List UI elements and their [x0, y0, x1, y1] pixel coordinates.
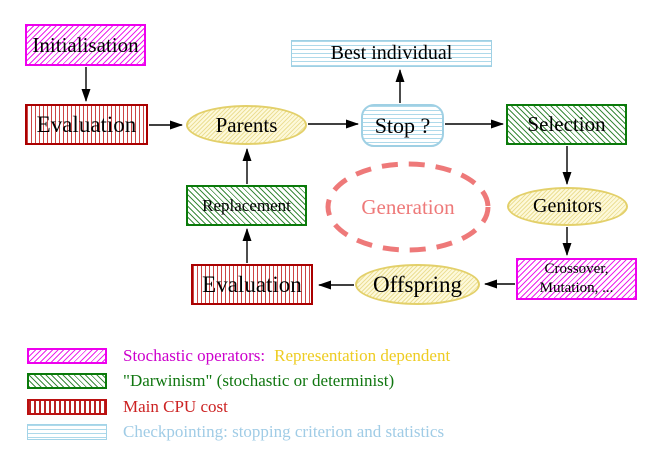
node-initialisation-label: Initialisation: [32, 32, 139, 57]
legend-representation-dependent-label: Representation dependent: [274, 346, 451, 365]
legend-stochastic-operators-label: Stochastic operators:: [123, 346, 266, 365]
node-parents-label: Parents: [215, 112, 278, 137]
node-best-individual: Best individual: [291, 40, 492, 67]
legend-row-main-cpu-cost: Main CPU cost: [27, 397, 228, 416]
legend-row-checkpointing: Checkpointing: stopping criterion and st…: [27, 422, 445, 441]
node-evaluation-bottom: Evaluation: [191, 264, 313, 305]
cyan-horizontal-hatch-swatch: [27, 424, 107, 440]
node-evaluation-bottom-label: Evaluation: [202, 271, 302, 297]
node-selection-label: Selection: [527, 112, 606, 136]
legend-row-stochastic-operators: Stochastic operators: Representation dep…: [27, 346, 451, 365]
green-diagonal-hatch-swatch: [27, 373, 107, 389]
red-vertical-hatch-swatch: [27, 399, 107, 415]
node-crossover-line2: Mutation, ...: [539, 280, 614, 296]
node-parents: Parents: [186, 105, 307, 145]
legend-darwinism-label: "Darwinism" (stochastic or determinist): [123, 371, 395, 390]
legend-row-darwinism: "Darwinism" (stochastic or determinist): [27, 371, 395, 390]
node-crossover-line1: Crossover,: [544, 260, 609, 277]
legend-checkpointing-label: Checkpointing: stopping criterion and st…: [123, 422, 445, 441]
node-replacement: Replacement: [186, 185, 307, 226]
node-evaluation-top: Evaluation: [25, 104, 148, 145]
node-genitors: Genitors: [507, 187, 628, 226]
node-replacement-label: Replacement: [202, 195, 291, 215]
generation-label: Generation: [361, 194, 455, 219]
generation-loop-label-box: Generation: [325, 163, 491, 251]
legend-main-cpu-cost-label: Main CPU cost: [123, 397, 228, 416]
node-selection: Selection: [506, 104, 627, 145]
node-stop-test: Stop ?: [361, 104, 444, 147]
node-stop-label: Stop ?: [374, 112, 431, 138]
node-crossover-mutation: Crossover, Mutation, ...: [516, 258, 637, 300]
node-offspring: Offspring: [355, 264, 480, 305]
node-genitors-label: Genitors: [533, 195, 602, 217]
node-offspring-label: Offspring: [372, 271, 462, 297]
magenta-diagonal-hatch-swatch: [27, 348, 107, 364]
node-evaluation-top-label: Evaluation: [36, 111, 137, 137]
node-initialisation: Initialisation: [25, 24, 146, 66]
node-best-individual-label: Best individual: [330, 42, 453, 64]
